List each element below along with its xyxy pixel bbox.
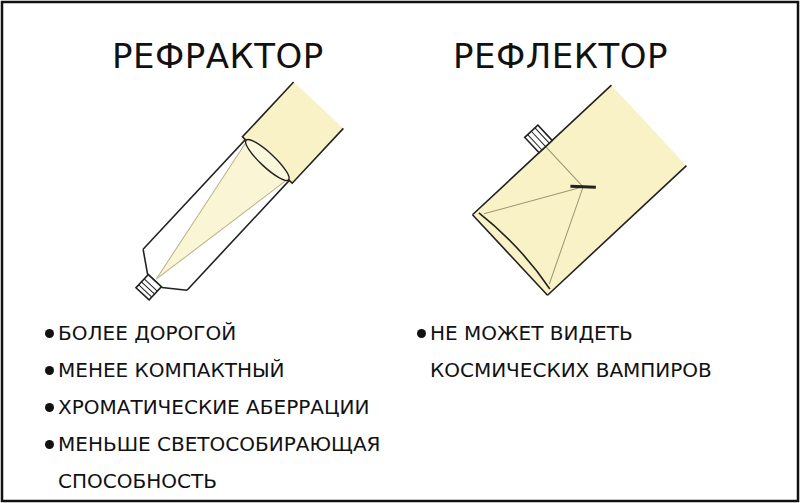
column-heading: РЕФЛЕКТОР bbox=[453, 36, 668, 76]
column-heading: РЕФРАКТОР bbox=[112, 36, 324, 76]
refractor-drawing bbox=[118, 82, 344, 317]
bullet-item: НЕ МОЖЕТ ВИДЕТЬ КОСМИЧЕСКИХ ВАМПИРОВ bbox=[430, 315, 760, 389]
bullet-item: МЕНЬШЕ СВЕТОСОБИРАЮЩАЯ СПОСОБНОСТЬ bbox=[58, 426, 413, 500]
bullet-item: ХРОМАТИЧЕСКИЕ АБЕРРАЦИИ bbox=[58, 389, 369, 426]
reflector-drawing bbox=[458, 70, 686, 295]
bullet-dot bbox=[45, 329, 54, 338]
bullet-dot bbox=[45, 440, 54, 449]
bullet-dot bbox=[45, 403, 54, 412]
bullet-dot bbox=[417, 329, 426, 338]
bullet-item: БОЛЕЕ ДОРОГОЙ bbox=[58, 315, 236, 352]
bullet-item: МЕНЕЕ КОМПАКТНЫЙ bbox=[58, 352, 285, 389]
bullet-dot bbox=[45, 366, 54, 375]
